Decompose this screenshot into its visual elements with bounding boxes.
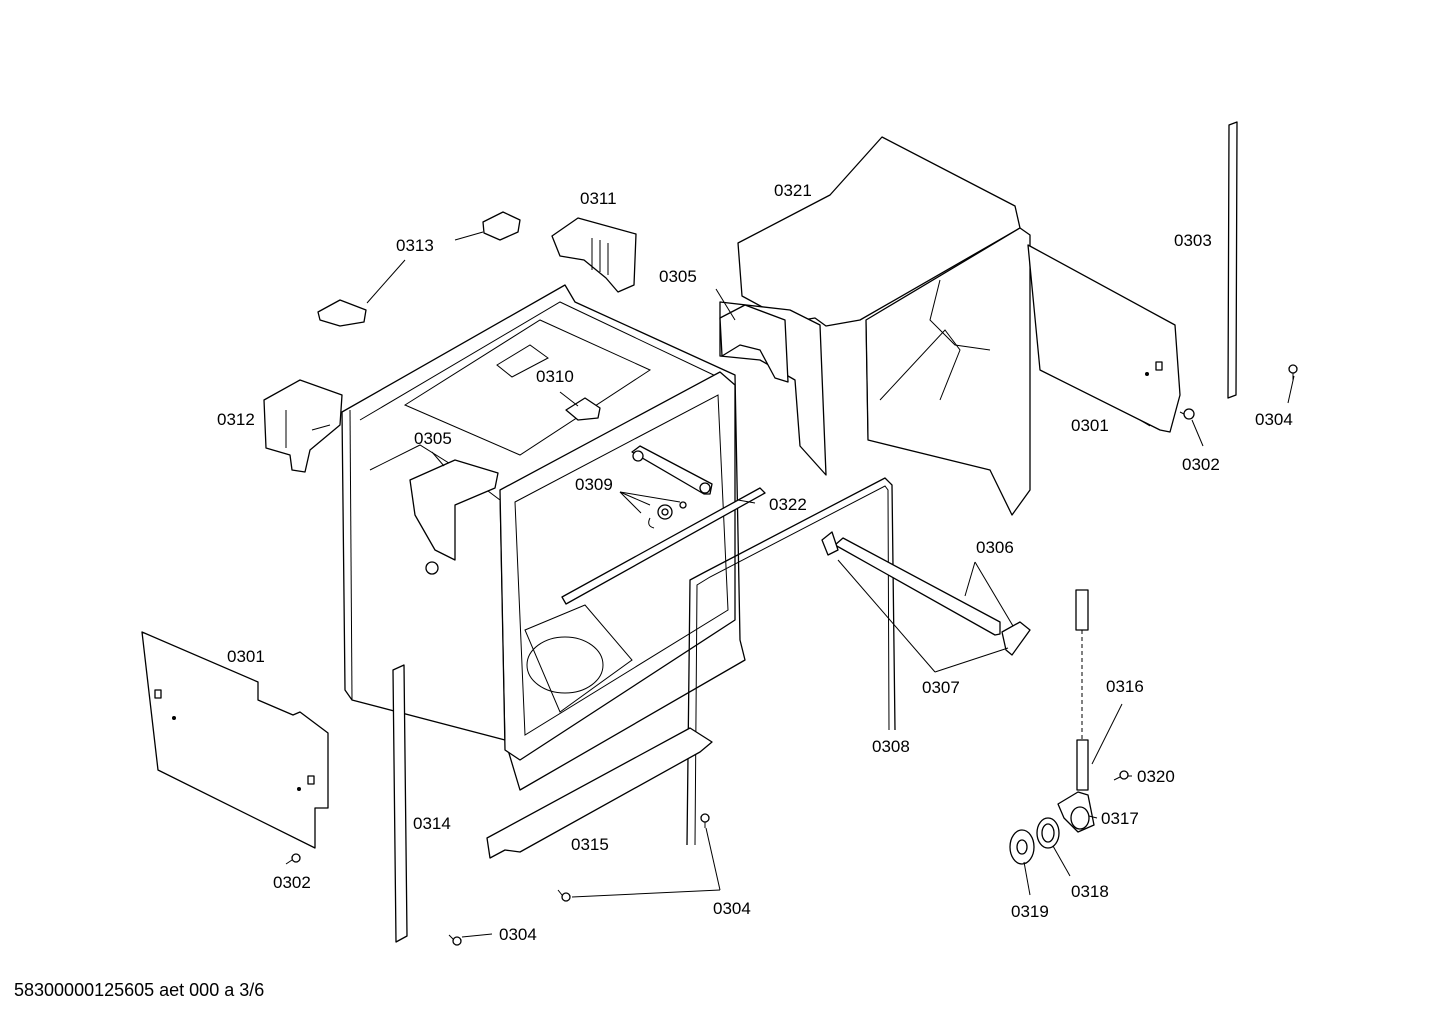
callout-0320: 0320 xyxy=(1137,767,1175,786)
callout-0316: 0316 xyxy=(1106,677,1144,696)
callout-0309: 0309 xyxy=(575,475,613,494)
screw-part-0320 xyxy=(1113,770,1129,781)
callout-0321: 0321 xyxy=(774,181,812,200)
callout-0322: 0322 xyxy=(769,495,807,514)
callout-0313: 0313 xyxy=(396,236,434,255)
strip-part-0322 xyxy=(561,487,766,605)
trim-strip-part-0303 xyxy=(1227,121,1238,399)
screw-part-0302-left xyxy=(285,853,301,865)
callout-0319: 0319 xyxy=(1011,902,1049,921)
hinge-block-part-0311 xyxy=(551,217,637,293)
rear-cover-part-0321 xyxy=(719,136,1031,516)
callout-0305-left: 0305 xyxy=(414,429,452,448)
screw-part-0304-right xyxy=(1288,364,1298,380)
callout-0303: 0303 xyxy=(1174,231,1212,250)
callout-0304-bottom: 0304 xyxy=(713,899,751,918)
bracket-part-0305-left xyxy=(409,459,499,575)
callout-0301-left: 0301 xyxy=(227,647,265,666)
callout-0310: 0310 xyxy=(536,367,574,386)
ring-part-0318 xyxy=(1036,817,1060,849)
screw-part-0302-right xyxy=(1179,408,1195,420)
drawing-reference-footer: 58300000125605 aet 000 a 3/6 xyxy=(14,980,265,1000)
callout-0317: 0317 xyxy=(1101,809,1139,828)
cap-part-0319 xyxy=(1009,829,1035,865)
screw-part-0304-bottom-b xyxy=(557,889,571,902)
hinge-block-part-0312 xyxy=(263,379,343,473)
callout-0304-right: 0304 xyxy=(1255,410,1293,429)
rail-part-0306 xyxy=(821,531,1031,656)
callout-0302-left: 0302 xyxy=(273,873,311,892)
hose-part-0316 xyxy=(1075,589,1089,791)
callout-labels: 0321 0311 0313 0305 0303 0310 0312 0305 … xyxy=(217,181,1293,944)
leader-lines xyxy=(366,231,1295,938)
callout-0305-rear: 0305 xyxy=(659,267,697,286)
side-panel-right-part-0301 xyxy=(1027,244,1181,433)
door-seal-part-0308 xyxy=(686,477,896,846)
callout-0307: 0307 xyxy=(922,678,960,697)
hinge-parts-0309 xyxy=(631,445,713,529)
callout-0314: 0314 xyxy=(413,814,451,833)
bracket-part-0305-rear xyxy=(719,304,789,383)
callout-0304-lower: 0304 xyxy=(499,925,537,944)
callout-0308: 0308 xyxy=(872,737,910,756)
callout-0311: 0311 xyxy=(580,189,617,208)
callout-0302-right: 0302 xyxy=(1182,455,1220,474)
side-panel-left-part-0301 xyxy=(141,631,329,849)
strip-part-0314 xyxy=(392,664,408,943)
callout-0312: 0312 xyxy=(217,410,255,429)
screw-part-0304-bottom-c xyxy=(448,934,462,946)
rail-part-0315 xyxy=(486,727,713,859)
callout-0318: 0318 xyxy=(1071,882,1109,901)
screw-part-0304-bottom-a xyxy=(700,813,710,828)
fitting-part-0317 xyxy=(1057,791,1095,833)
callout-0301-right: 0301 xyxy=(1071,416,1109,435)
callout-0306: 0306 xyxy=(976,538,1014,557)
bracket-part-0313 xyxy=(317,211,521,327)
callout-0315: 0315 xyxy=(571,835,609,854)
clip-part-0310 xyxy=(565,397,601,421)
